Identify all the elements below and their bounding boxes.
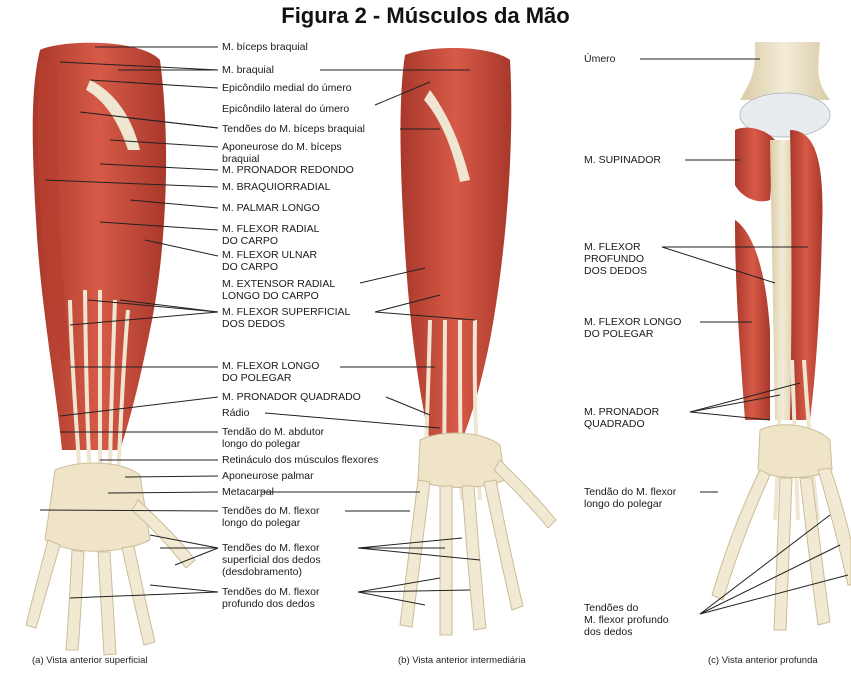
panel-c-forearm-drawing	[712, 42, 851, 630]
label-flexor-pollicis-longus: M. FLEXOR LONGO DO POLEGAR	[222, 360, 319, 384]
label-biceps-brachii: M. bíceps braquial	[222, 41, 308, 53]
label-brachioradialis: M. BRAQUIORRADIAL	[222, 181, 331, 193]
label-radius: Rádio	[222, 407, 249, 419]
label-flexor-carpi-radialis: M. FLEXOR RADIAL DO CARPO	[222, 223, 319, 247]
forearm-muscle-mass-b	[400, 48, 511, 440]
supinator-c	[735, 128, 775, 202]
label-lateral-epicondyle: Epicôndilo lateral do úmero	[222, 103, 349, 115]
flexor-pollicis-longus-c	[735, 220, 770, 420]
label-flexor-retinaculum: Retináculo dos músculos flexores	[222, 454, 378, 466]
label-flexor-carpi-ulnaris: M. FLEXOR ULNAR DO CARPO	[222, 249, 317, 273]
label-flexor-pollicis-longus-tendons: Tendões do M. flexor longo do polegar	[222, 505, 319, 529]
label-flexor-digitorum-profundus: M. FLEXOR PROFUNDO DOS DEDOS	[584, 241, 647, 277]
panel-a-forearm-drawing	[26, 43, 195, 655]
label-flexor-pollicis-longus-tendon-deep: Tendão do M. flexor longo do polegar	[584, 486, 676, 510]
panel-b-forearm-drawing	[400, 48, 556, 635]
label-pronator-quadratus: M. PRONADOR QUADRADO	[222, 391, 361, 403]
label-medial-epicondyle: Epicôndilo medial do úmero	[222, 82, 352, 94]
label-flexor-digitorum-superficialis-tendons: Tendões do M. flexor superficial dos ded…	[222, 542, 321, 578]
label-abductor-pollicis-longus-tendon: Tendão do M. abdutor longo do polegar	[222, 426, 324, 450]
label-flexor-pollicis-longus-deep: M. FLEXOR LONGO DO POLEGAR	[584, 316, 681, 340]
label-bicipital-aponeurosis: Aponeurose do M. bíceps braquial	[222, 141, 342, 165]
label-pronator-quadratus-deep: M. PRONADOR QUADRADO	[584, 406, 659, 430]
label-supinator: M. SUPINADOR	[584, 154, 661, 166]
label-flexor-digitorum-superficialis: M. FLEXOR SUPERFICIAL DOS DEDOS	[222, 306, 350, 330]
label-humerus: Úmero	[584, 53, 616, 65]
carpal-bones-b	[418, 433, 505, 487]
humerus-c	[740, 42, 830, 100]
label-flexor-digitorum-profundus-tendons-deep: Tendões do M. flexor profundo dos dedos	[584, 602, 669, 638]
label-pronator-teres: M. PRONADOR REDONDO	[222, 164, 354, 176]
label-brachialis: M. braquial	[222, 64, 274, 76]
label-metacarpal: Metacarpal	[222, 486, 274, 498]
label-biceps-tendons: Tendões do M. bíceps braquial	[222, 123, 365, 135]
caption-panel-a: (a) Vista anterior superficial	[32, 655, 147, 666]
label-extensor-carpi-radialis-longus: M. EXTENSOR RADIAL LONGO DO CARPO	[222, 278, 335, 302]
label-palmar-aponeurosis: Aponeurose palmar	[222, 470, 314, 482]
caption-panel-b: (b) Vista anterior intermediária	[398, 655, 526, 666]
caption-panel-c: (c) Vista anterior profunda	[708, 655, 818, 666]
label-flexor-digitorum-profundus-tendons: Tendões do M. flexor profundo dos dedos	[222, 586, 319, 610]
label-palmaris-longus: M. PALMAR LONGO	[222, 202, 320, 214]
